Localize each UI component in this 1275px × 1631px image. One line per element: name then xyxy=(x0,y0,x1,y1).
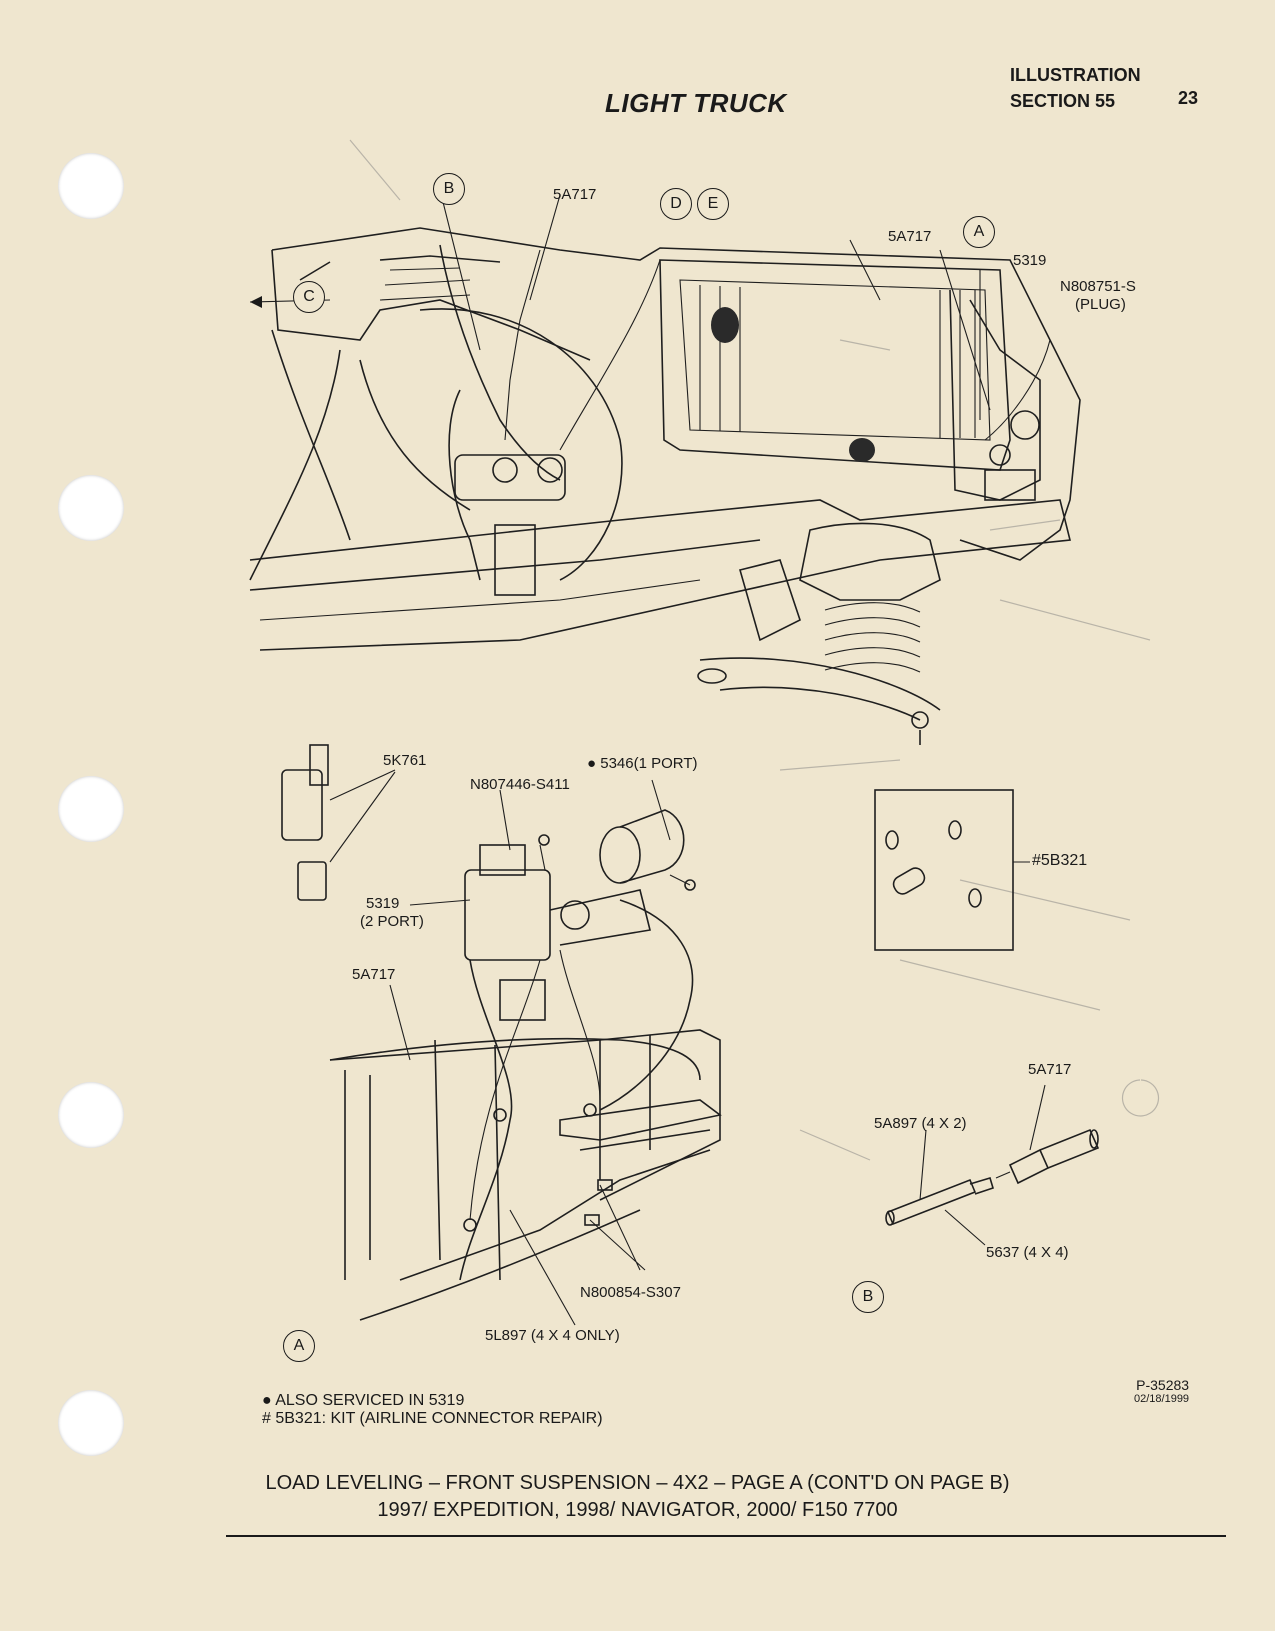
kit-note: # 5B321: KIT (AIRLINE CONNECTOR REPAIR) xyxy=(262,1410,603,1427)
front-suspension-view xyxy=(249,189,1081,745)
part-n807446-label: N807446-S411 xyxy=(470,776,570,793)
part-5637-label: 5637 (4 X 4) xyxy=(986,1244,1069,1261)
part-5b321-label: #5B321 xyxy=(1032,852,1088,869)
part-5l897-label: 5L897 (4 X 4 ONLY) xyxy=(485,1327,620,1344)
part-5346-label: ● 5346(1 PORT) xyxy=(587,755,698,772)
drawing-date: 02/18/1999 xyxy=(1134,1393,1190,1405)
detail-a-view xyxy=(281,744,722,1326)
part-5a717-label: 5A717 xyxy=(888,228,932,245)
binder-hole xyxy=(58,776,124,842)
callout-c-circle: C xyxy=(293,281,325,313)
page-title: LIGHT TRUCK xyxy=(605,88,787,118)
binder-hole xyxy=(58,1082,124,1148)
part-5k761-label: 5K761 xyxy=(383,752,427,769)
section-header: ILLUSTRATION SECTION 55 xyxy=(1010,62,1141,114)
caption-rule xyxy=(226,1535,1226,1537)
binder-hole xyxy=(58,475,124,541)
part-5a717-label: 5A717 xyxy=(1028,1061,1072,1078)
callout-b-circle: B xyxy=(852,1281,884,1313)
part-5319-label: 5319 xyxy=(1013,252,1047,269)
callout-e-circle: E xyxy=(697,188,729,220)
bleed-through-ghost xyxy=(349,139,1160,1161)
callout-a-circle: A xyxy=(283,1330,315,1362)
binder-hole xyxy=(58,153,124,219)
part-5a897-label: 5A897 (4 X 2) xyxy=(874,1115,967,1132)
also-serviced-note: ● ALSO SERVICED IN 5319 xyxy=(262,1392,465,1409)
callout-b-circle: B xyxy=(433,173,465,205)
page-number: 23 xyxy=(1178,88,1199,108)
callout-a-circle: A xyxy=(963,216,995,248)
part-5a717-label: 5A717 xyxy=(352,966,396,983)
part-n800854-label: N800854-S307 xyxy=(580,1284,681,1301)
part-n808751-label: N808751-S xyxy=(1060,278,1136,295)
binder-hole xyxy=(58,1390,124,1456)
detail-b-connector xyxy=(885,1084,1100,1246)
drawing-id: P-35283 xyxy=(1136,1377,1190,1393)
plug-label: (PLUG) xyxy=(1075,296,1126,313)
two-port-label: (2 PORT) xyxy=(360,913,424,930)
section-label: SECTION 55 xyxy=(1010,91,1116,111)
kit-5b321-box xyxy=(874,789,1030,951)
part-5a717-label: 5A717 xyxy=(553,186,597,203)
caption-line-1: LOAD LEVELING – FRONT SUSPENSION – 4X2 –… xyxy=(265,1472,1010,1494)
drawing-number: P-35283 02/18/1999 xyxy=(1134,1378,1189,1406)
part-5319-label: 5319 xyxy=(366,895,400,912)
illustration-label: ILLUSTRATION xyxy=(1010,65,1141,85)
caption-line-2: 1997/ EXPEDITION, 1998/ NAVIGATOR, 2000/… xyxy=(377,1499,898,1521)
callout-d-circle: D xyxy=(660,188,692,220)
